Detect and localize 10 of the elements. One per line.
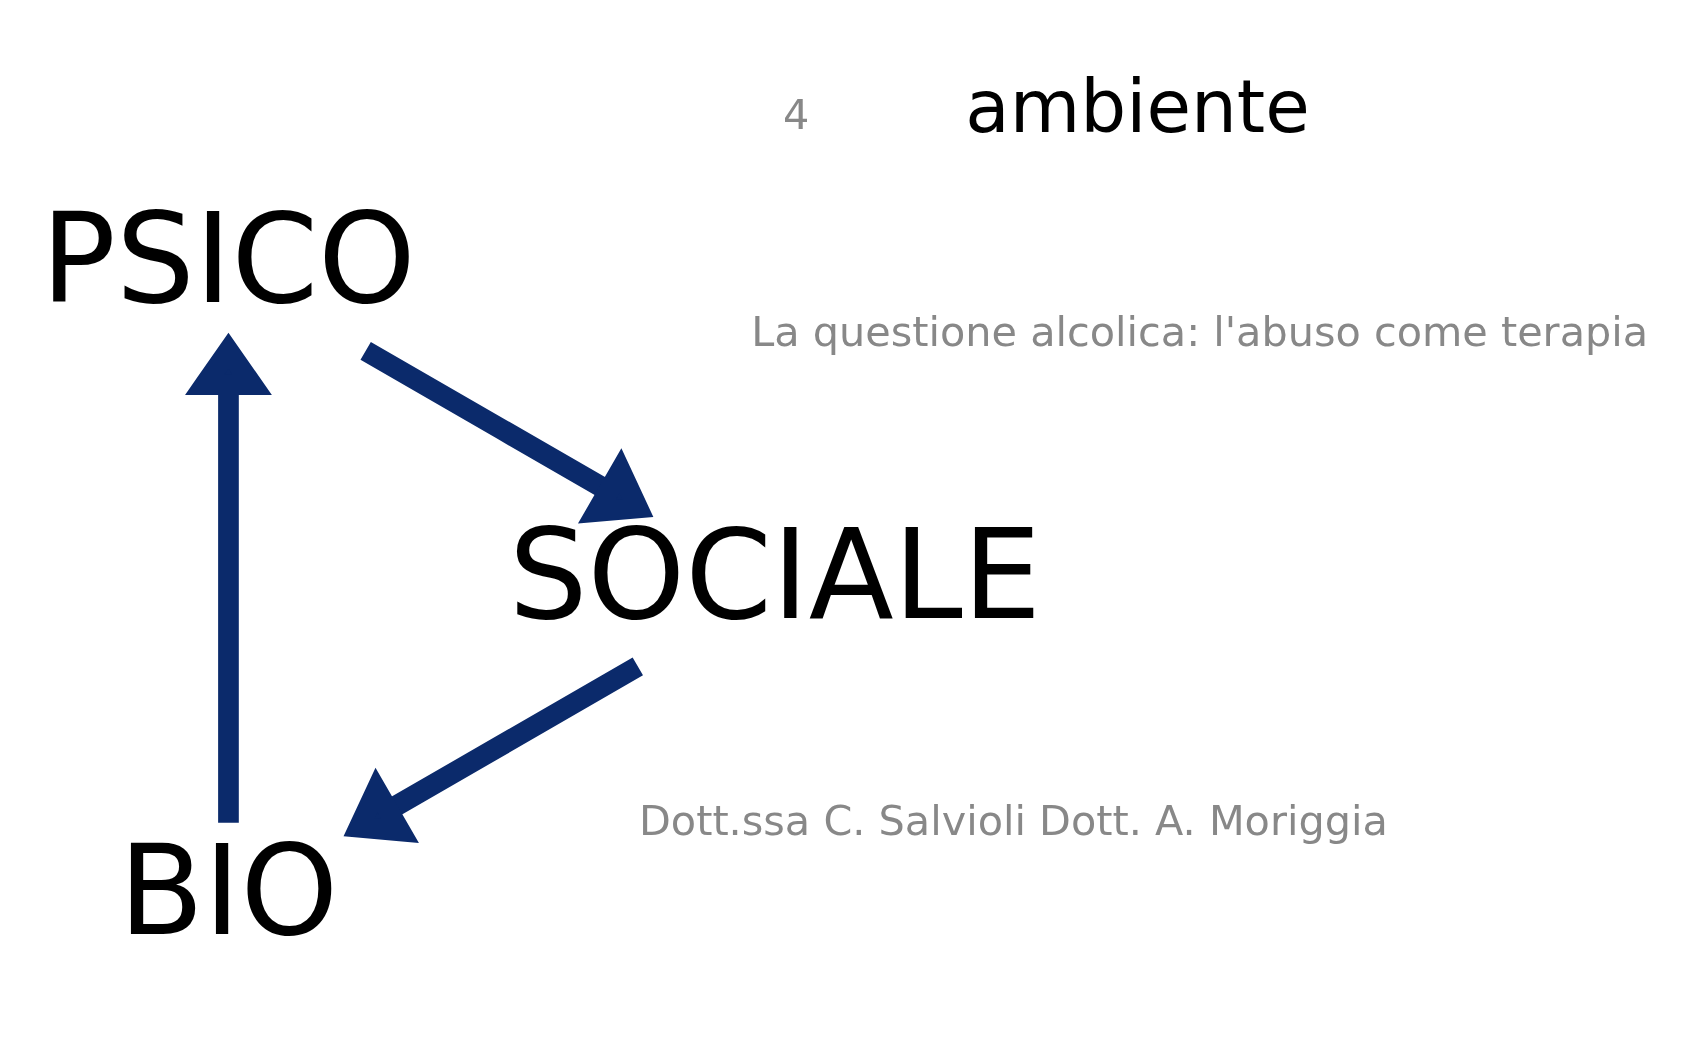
arrow <box>360 341 654 524</box>
label: 4 <box>782 90 810 139</box>
node-text: PSICO <box>41 187 416 332</box>
node-text: BIO <box>118 818 339 963</box>
arrow <box>343 657 643 843</box>
label: ambiente <box>965 64 1310 149</box>
label: Dott.ssa C. Salvioli Dott. A. Moriggia <box>638 797 1388 846</box>
arrow <box>185 332 272 823</box>
node-text: SOCIALE <box>508 502 1042 647</box>
label: La questione alcolica: l'abuso come terapia <box>751 308 1649 357</box>
